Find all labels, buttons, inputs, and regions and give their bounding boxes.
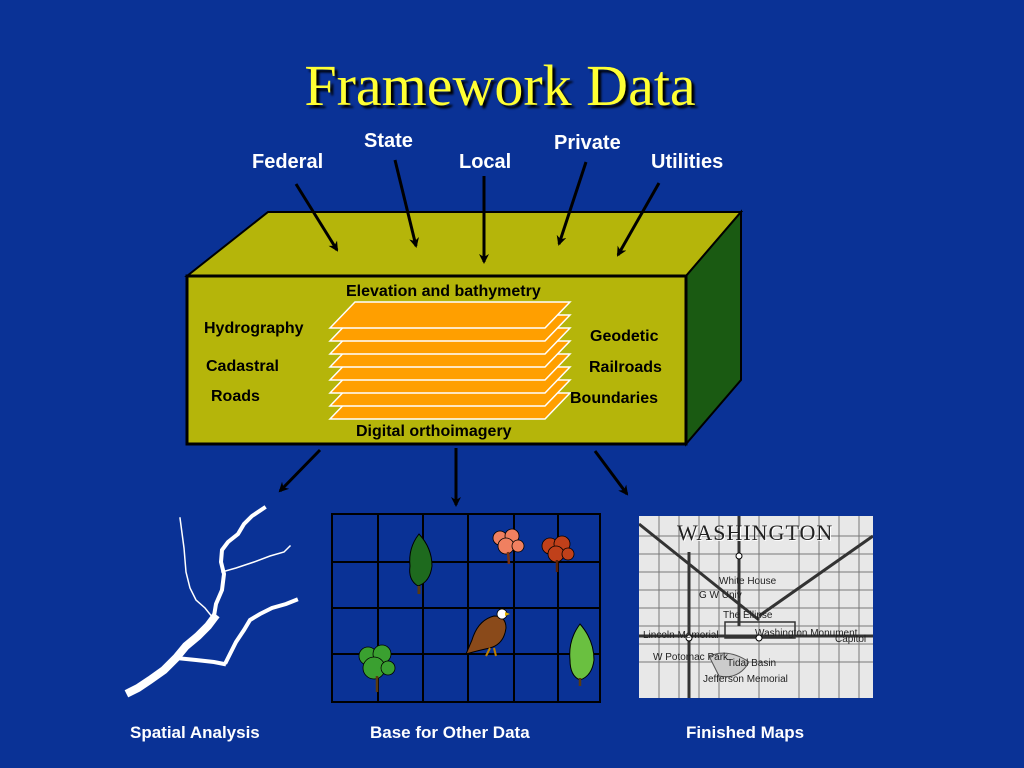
source-utilities-label: Utilities (651, 151, 724, 173)
green-tree-icon-right (569, 623, 595, 686)
arrow-state (393, 159, 419, 248)
arrow-federal (294, 183, 339, 252)
arrow-to-finished-maps (593, 450, 629, 496)
conifer-tree-icon (409, 533, 433, 594)
roads-label: Roads (211, 388, 260, 405)
caption-base-other-data: Base for Other Data (370, 723, 530, 742)
red-tree-icon (541, 535, 575, 572)
source-local-label: Local (459, 151, 512, 173)
map-label: White House (719, 576, 777, 587)
map-label: Lincoln Memorial (643, 630, 719, 641)
caption-finished-maps: Finished Maps (686, 723, 805, 742)
map-label: Washington Monument (755, 628, 858, 639)
orthoimagery-label: Digital orthoimagery (356, 423, 512, 440)
box-top-face (184, 211, 744, 277)
arrow-private (556, 161, 588, 246)
map-label: The Ellipse (723, 610, 773, 621)
map-label: G W Univ (699, 590, 742, 601)
data-layers-stack (328, 301, 572, 420)
river-network-graphic (124, 505, 299, 698)
hydrography-label: Hydrography (204, 320, 304, 337)
arrow-to-spatial-analysis (278, 448, 322, 493)
map-title: WASHINGTON (677, 520, 834, 545)
source-federal-label: Federal (252, 151, 324, 173)
arrow-utilities (616, 182, 661, 257)
map-label: Capitol (835, 634, 867, 645)
washington-map-image: WASHINGTON White House The Ellipse Washi… (639, 516, 873, 698)
cadastral-label: Cadastral (206, 358, 279, 375)
pink-tree-icon (492, 528, 525, 565)
caption-spatial-analysis: Spatial Analysis (130, 723, 260, 742)
source-state-label: State (364, 130, 413, 152)
railroads-label: Railroads (589, 359, 662, 376)
geodetic-label: Geodetic (590, 328, 659, 345)
elevation-label: Elevation and bathymetry (346, 283, 541, 300)
eagle-icon (465, 608, 510, 657)
green-tree-icon-left (358, 644, 396, 692)
map-label: W Potomac Park (653, 652, 729, 663)
slide-title: Framework Data (304, 53, 696, 118)
source-private-label: Private (554, 132, 621, 154)
data-layer (328, 301, 572, 329)
input-arrows (294, 159, 661, 264)
map-label: Jefferson Memorial (703, 674, 788, 685)
map-streets (639, 516, 873, 698)
boundaries-label: Boundaries (570, 390, 659, 407)
map-label: Tidal Basin (727, 658, 777, 669)
output-arrows (278, 448, 629, 507)
